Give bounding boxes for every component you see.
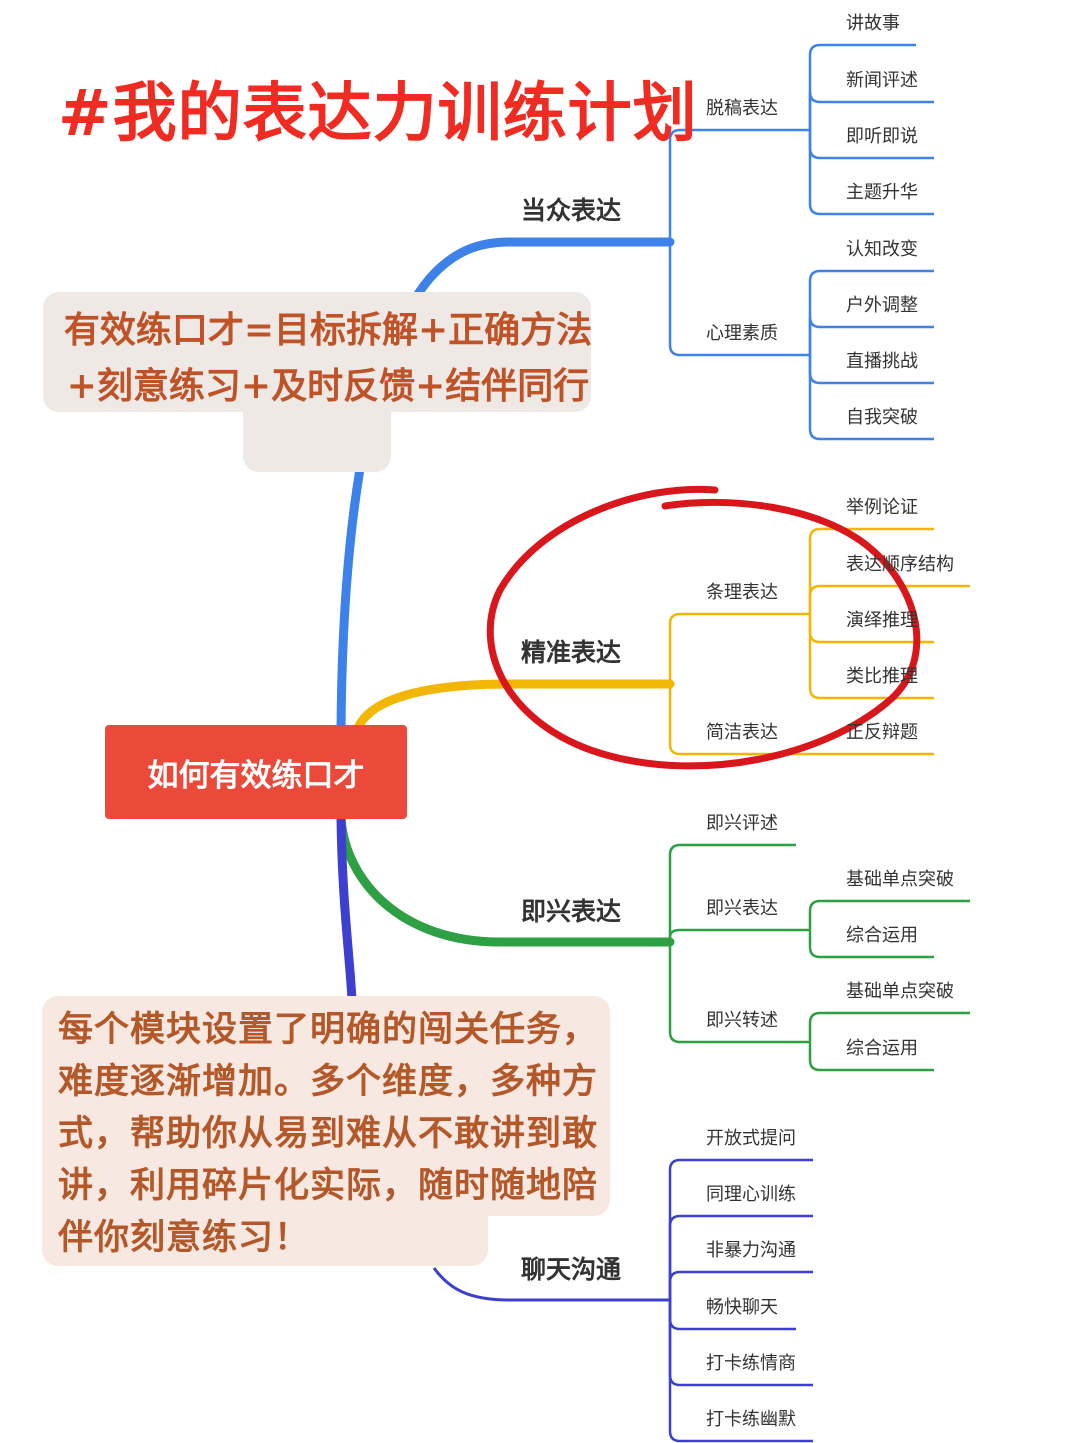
- leaf-node[interactable]: 直播挑战: [846, 351, 918, 372]
- leaf-node[interactable]: 综合运用: [846, 1038, 918, 1059]
- leaf-node[interactable]: 基础单点突破: [846, 869, 954, 890]
- leaf-node[interactable]: 新闻评述: [846, 70, 918, 91]
- node-retell-label[interactable]: 即兴转述: [706, 1010, 778, 1031]
- leaf-node[interactable]: 自我突破: [846, 407, 918, 428]
- leaf-node[interactable]: 打卡练情商: [706, 1353, 796, 1374]
- node-script-label[interactable]: 脱稿表达: [706, 98, 778, 119]
- leaf-node[interactable]: 综合运用: [846, 925, 918, 946]
- branch-impromptu-label[interactable]: 即兴表达: [521, 897, 622, 926]
- formula-note: 有效练口才=目标拆解+正确方法+刻意练习+及时反馈+结伴同行: [63, 309, 593, 407]
- formula-note-bg: [43, 292, 591, 412]
- modules-note-bg: [42, 996, 610, 1216]
- leaf-node[interactable]: 非暴力沟通: [706, 1240, 796, 1261]
- leaf-node[interactable]: 畅快聊天: [706, 1297, 778, 1318]
- branch-public-label[interactable]: 当众表达: [521, 196, 622, 225]
- leaf-node[interactable]: 举例论证: [846, 497, 918, 518]
- leaf-node[interactable]: 认知改变: [846, 239, 918, 260]
- leaf-node[interactable]: 演绎推理: [846, 610, 918, 631]
- node-comment-label[interactable]: 即兴评述: [706, 813, 778, 834]
- leaf-node[interactable]: 主题升华: [846, 182, 918, 203]
- formula-note-bg-tail: [243, 406, 391, 472]
- leaf-node[interactable]: 正反辩题: [846, 722, 918, 743]
- trunk-chat-end: [432, 1267, 670, 1302]
- trunk-public-thin: [428, 240, 670, 279]
- node-mind-label[interactable]: 心理素质: [706, 323, 778, 344]
- branch-precise-label[interactable]: 精准表达: [521, 638, 622, 667]
- leaf-node[interactable]: 类比推理: [846, 666, 918, 687]
- leaf-node[interactable]: 基础单点突破: [846, 981, 954, 1002]
- branch-chat-label[interactable]: 聊天沟通: [521, 1255, 622, 1284]
- trunk-precise: [353, 679, 675, 733]
- root-node[interactable]: 如何有效练口才: [105, 725, 407, 819]
- leaf-node[interactable]: 打卡练幽默: [706, 1409, 796, 1430]
- leaf-node[interactable]: 同理心训练: [706, 1184, 796, 1205]
- node-logic-label[interactable]: 条理表达: [706, 582, 778, 603]
- leaf-node[interactable]: 即听即说: [846, 126, 918, 147]
- node-concise-label[interactable]: 简洁表达: [706, 722, 778, 743]
- node-express-label[interactable]: 即兴表达: [706, 898, 778, 919]
- leaf-node[interactable]: 表达顺序结构: [846, 554, 954, 575]
- modules-note-bg-tail: [42, 1200, 488, 1266]
- highlight-circle: [486, 485, 921, 770]
- root-node-label: 如何有效练口才: [147, 757, 365, 794]
- leaf-node[interactable]: 讲故事: [846, 13, 900, 34]
- leaf-node[interactable]: 开放式提问: [706, 1128, 796, 1149]
- page-title: #我的表达力训练计划: [58, 77, 698, 151]
- modules-note: 每个模块设置了明确的闯关任务，难度逐渐增加。多个维度，多种方式，帮助你从易到难从…: [58, 1009, 599, 1258]
- trunk-chat: [336, 813, 357, 1005]
- leaf-node[interactable]: 户外调整: [846, 295, 918, 316]
